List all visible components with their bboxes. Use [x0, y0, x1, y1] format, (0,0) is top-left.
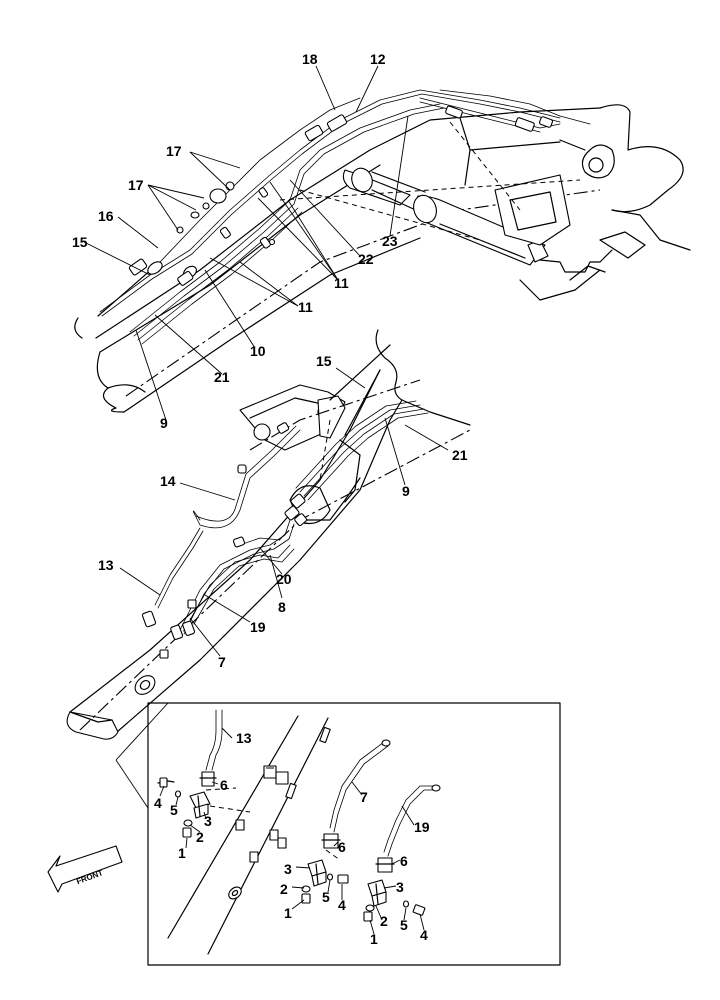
callout-13: 13: [98, 557, 114, 573]
detail-callout-1: 1: [370, 931, 378, 947]
detail-inset: [115, 702, 561, 966]
arm-assembly: [66, 329, 471, 740]
callout-22: 22: [358, 251, 374, 267]
callout-15: 15: [316, 353, 332, 369]
detail-callout-4: 4: [338, 897, 346, 913]
detail-callout-5: 5: [322, 889, 330, 905]
detail-callout-6: 6: [338, 839, 346, 855]
callout-16: 16: [98, 208, 114, 224]
callout-17: 17: [128, 177, 144, 193]
detail-leader-lines: [159, 727, 425, 935]
detail-callout-3: 3: [284, 861, 292, 877]
callout-23: 23: [382, 233, 398, 249]
detail-callout-19: 19: [414, 819, 430, 835]
boom-assembly: [74, 89, 691, 413]
detail-callout-3: 3: [204, 813, 212, 829]
callout-11: 11: [334, 275, 349, 291]
detail-callout-2: 2: [196, 829, 204, 845]
callout-7: 7: [218, 654, 226, 670]
front-direction-arrow: FRONT: [47, 845, 123, 893]
callout-19: 19: [250, 619, 266, 635]
callout-10: 10: [250, 343, 266, 359]
detail-callout-5: 5: [170, 802, 178, 818]
detail-callout-4: 4: [154, 795, 162, 811]
detail-callout-1: 1: [178, 845, 186, 861]
detail-callout-7: 7: [360, 789, 368, 805]
callout-14: 14: [160, 473, 176, 489]
detail-callout-13: 13: [236, 730, 252, 746]
detail-callout-6: 6: [400, 853, 408, 869]
callout-9: 9: [402, 483, 410, 499]
detail-callout-3: 3: [396, 879, 404, 895]
callout-17: 17: [166, 143, 182, 159]
callout-20: 20: [276, 571, 292, 587]
callout-18: 18: [302, 51, 318, 67]
callout-labels: 18 12 17 17 16 15 22 23 11 11 10 21 9 15…: [72, 51, 468, 947]
detail-callout-2: 2: [280, 881, 288, 897]
detail-callout-5: 5: [400, 917, 408, 933]
upper-leader-lines: [83, 65, 409, 421]
detail-callout-2: 2: [380, 913, 388, 929]
callout-21: 21: [214, 369, 230, 385]
detail-callout-6: 6: [220, 777, 228, 793]
callout-9: 9: [160, 415, 168, 431]
detail-frame: [147, 702, 561, 966]
detail-callout-4: 4: [420, 927, 428, 943]
callout-15: 15: [72, 234, 88, 250]
detail-callout-1: 1: [284, 905, 292, 921]
callout-21: 21: [452, 447, 468, 463]
callout-8: 8: [278, 599, 286, 615]
callout-12: 12: [370, 51, 386, 67]
middle-leader-lines: [119, 367, 449, 657]
callout-11: 11: [298, 299, 313, 315]
